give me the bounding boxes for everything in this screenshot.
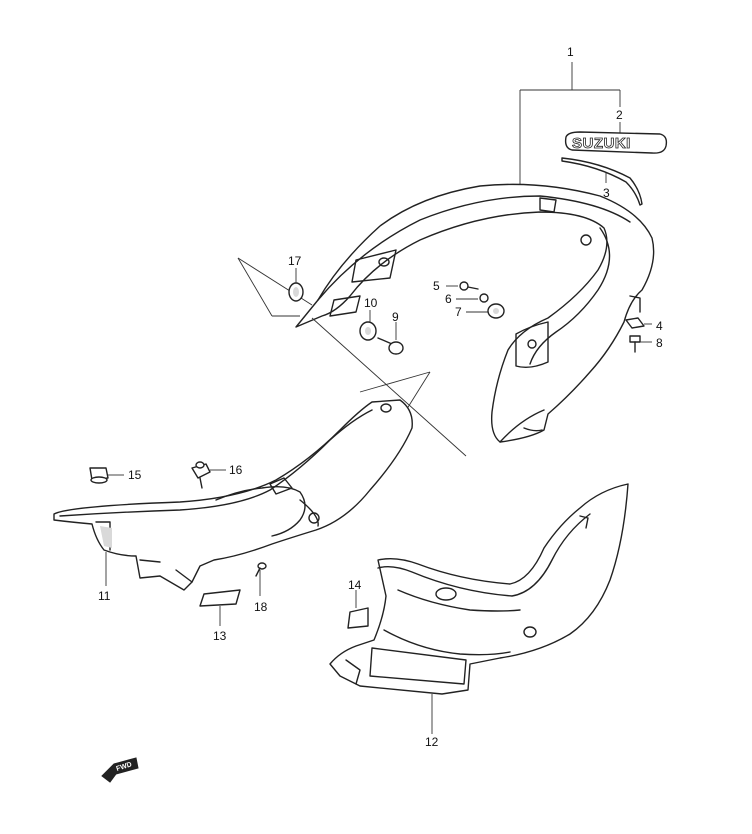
callout-3: 3 bbox=[603, 186, 610, 200]
emblem-text: SUZUKI bbox=[572, 135, 631, 152]
grommet-7 bbox=[466, 303, 505, 319]
callout-16: 16 bbox=[229, 463, 243, 477]
left-frame-cover bbox=[53, 399, 413, 591]
nut-clip-4 bbox=[625, 317, 652, 329]
pad-14 bbox=[347, 590, 369, 629]
callout-5: 5 bbox=[433, 279, 440, 293]
right-frame-cover bbox=[329, 483, 629, 695]
callout-10: 10 bbox=[364, 296, 378, 310]
grommet-17 bbox=[288, 268, 304, 302]
screw-18 bbox=[255, 562, 267, 596]
clip-16 bbox=[191, 461, 226, 489]
tape-strip bbox=[561, 157, 643, 206]
callout-12: 12 bbox=[425, 735, 439, 749]
tail-cover bbox=[295, 183, 655, 443]
suzuki-emblem: SUZUKI bbox=[564, 131, 668, 154]
callout-18: 18 bbox=[254, 600, 268, 614]
callout-13: 13 bbox=[213, 629, 227, 643]
callout-2: 2 bbox=[616, 108, 623, 122]
callout-11: 11 bbox=[98, 589, 111, 603]
callout-8: 8 bbox=[656, 336, 663, 350]
fwd-direction-arrow: FWD bbox=[101, 757, 139, 783]
callout-6: 6 bbox=[445, 292, 452, 306]
callout-17: 17 bbox=[288, 254, 302, 268]
bolt-9 bbox=[377, 322, 404, 355]
screw-8 bbox=[629, 335, 652, 353]
callout-14: 14 bbox=[348, 578, 362, 592]
pad-13 bbox=[199, 589, 241, 626]
callout-15: 15 bbox=[128, 468, 142, 482]
washer-6 bbox=[456, 293, 489, 303]
callout-4: 4 bbox=[656, 319, 663, 333]
callout-1: 1 bbox=[567, 45, 574, 59]
fwd-label: FWD bbox=[115, 761, 132, 773]
callout-9: 9 bbox=[392, 310, 399, 324]
grommet-15 bbox=[89, 467, 124, 484]
callout-7: 7 bbox=[455, 305, 462, 319]
screw-5 bbox=[446, 281, 479, 291]
collar-10 bbox=[359, 310, 377, 341]
